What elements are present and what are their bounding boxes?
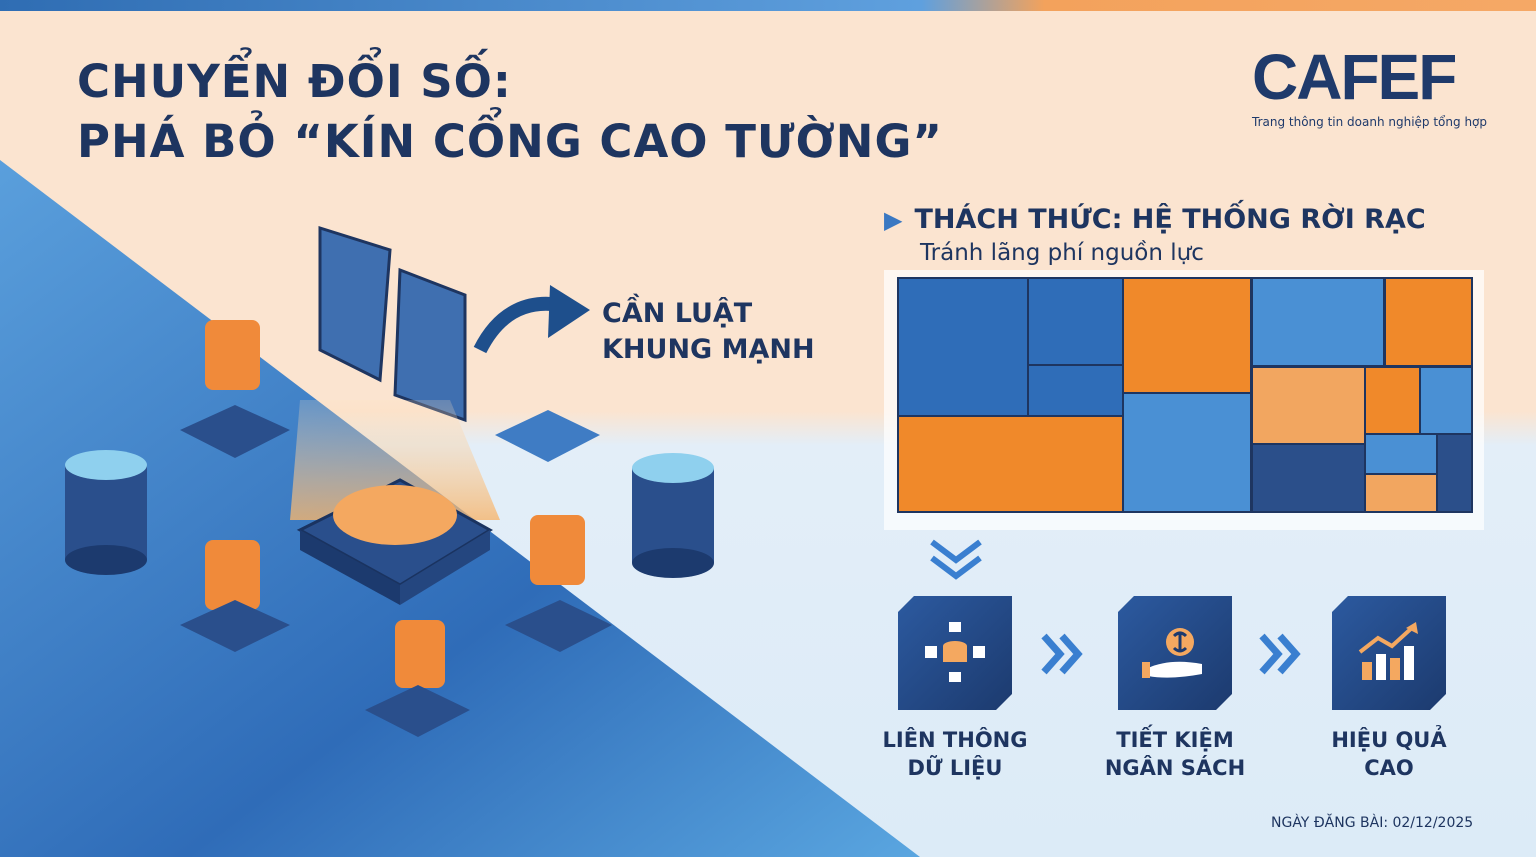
cafef-logo: CAFEF Trang thông tin doanh nghiệp tổng … bbox=[1252, 40, 1487, 130]
step-label-line-2: DỮ LIỆU bbox=[907, 756, 1003, 780]
treemap-block bbox=[1419, 366, 1473, 435]
money-bag-hand-icon bbox=[1118, 596, 1232, 710]
step-label-line-1: TIẾT KIỆM bbox=[1116, 728, 1234, 752]
step-data-connectivity: LIÊN THÔNG DỮ LIỆU bbox=[860, 596, 1050, 782]
treemap-block bbox=[1251, 443, 1366, 513]
treemap-block bbox=[1122, 277, 1252, 394]
treemap-block bbox=[897, 415, 1124, 513]
treemap-block bbox=[1251, 277, 1385, 367]
double-chevron-right-icon bbox=[1040, 632, 1086, 680]
title-line-1: CHUYỂN ĐỔI SỐ: bbox=[77, 55, 512, 108]
fragmented-systems-treemap bbox=[884, 270, 1484, 530]
treemap-block bbox=[1364, 366, 1421, 435]
growth-chart-icon bbox=[1332, 596, 1446, 710]
step-budget-savings: TIẾT KIỆM NGÂN SÁCH bbox=[1080, 596, 1270, 782]
title-line-2: PHÁ BỎ “KÍN CỔNG CAO TƯỜNG” bbox=[77, 115, 943, 168]
challenge-subheading: Tránh lãng phí nguồn lực bbox=[920, 240, 1204, 266]
treemap-block bbox=[1364, 433, 1438, 475]
treemap-block bbox=[1384, 277, 1473, 367]
logo-wordmark: CAFEF bbox=[1252, 41, 1457, 113]
play-triangle-icon: ▶ bbox=[884, 206, 903, 234]
treemap-block bbox=[1436, 433, 1473, 513]
chevron-down-icon bbox=[928, 538, 984, 586]
treemap-block bbox=[1251, 366, 1366, 445]
step-label-line-1: LIÊN THÔNG bbox=[882, 728, 1028, 752]
central-hub-icon bbox=[296, 478, 493, 605]
challenge-heading-block: ▶ THÁCH THỨC: HỆ THỐNG RỜI RẠC Tránh lãng… bbox=[884, 203, 1426, 267]
treemap-block bbox=[1364, 473, 1438, 513]
callout-text: CẦN LUẬT KHUNG MẠNH bbox=[602, 296, 815, 368]
database-left-icon bbox=[65, 450, 147, 575]
treemap-block bbox=[1122, 392, 1252, 513]
step-label-line-1: HIỆU QUẢ bbox=[1331, 728, 1447, 752]
top-accent-bar bbox=[0, 0, 1536, 11]
page-title: CHUYỂN ĐỔI SỐ: PHÁ BỎ “KÍN CỔNG CAO TƯỜN… bbox=[77, 52, 943, 172]
treemap-block bbox=[897, 277, 1029, 417]
broken-firewall-icon bbox=[318, 225, 467, 423]
node-icons bbox=[180, 320, 612, 737]
data-network-icon bbox=[898, 596, 1012, 710]
database-right-icon bbox=[632, 453, 714, 578]
step-label-line-2: CAO bbox=[1364, 756, 1414, 780]
logo-tagline: Trang thông tin doanh nghiệp tổng hợp bbox=[1252, 115, 1488, 129]
treemap-block bbox=[1027, 277, 1124, 366]
step-label-line-2: NGÂN SÁCH bbox=[1104, 756, 1246, 780]
publish-date: NGÀY ĐĂNG BÀI: 02/12/2025 bbox=[1271, 815, 1474, 831]
challenge-heading: THÁCH THỨC: HỆ THỐNG RỜI RẠC bbox=[914, 204, 1426, 235]
step-high-efficiency: HIỆU QUẢ CAO bbox=[1294, 596, 1484, 782]
callout-line-1: CẦN LUẬT bbox=[602, 298, 753, 329]
callout-line-2: KHUNG MẠNH bbox=[602, 334, 815, 365]
curved-arrow-icon bbox=[473, 296, 562, 354]
double-chevron-right-icon bbox=[1258, 632, 1304, 680]
treemap-block bbox=[1027, 364, 1124, 417]
benefit-steps: LIÊN THÔNG DỮ LIỆU TIẾT KIỆM NGÂN SÁCH HIỆ… bbox=[860, 592, 1500, 792]
